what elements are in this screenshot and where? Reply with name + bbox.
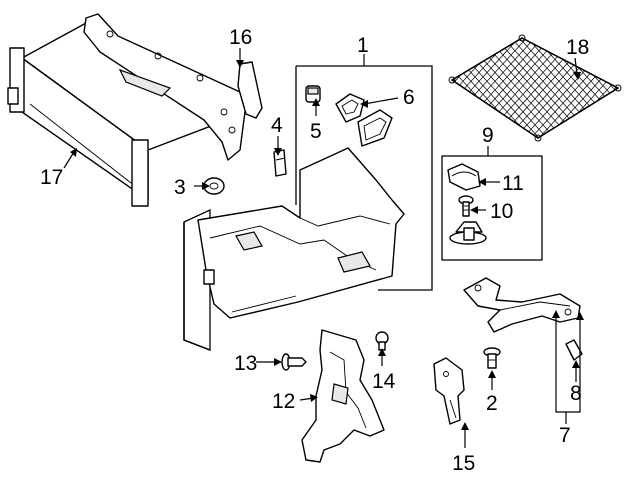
net-strand — [624, 30, 640, 150]
net-strand — [527, 38, 618, 138]
callout-labels: 1 2 3 4 5 6 7 8 9 10 11 12 13 14 15 16 1… — [40, 26, 589, 475]
net-strand — [452, 38, 543, 138]
net-strand — [632, 30, 640, 150]
callout-4: 4 — [271, 114, 283, 137]
callout-18: 18 — [566, 36, 589, 59]
part-8-clip — [565, 339, 583, 361]
part-1-group — [183, 65, 433, 351]
callout-16: 16 — [229, 26, 252, 49]
part-13-fastener — [281, 353, 307, 371]
net-strand — [452, 38, 527, 138]
callout-14: 14 — [372, 370, 396, 393]
callout-15: 15 — [452, 452, 475, 475]
part-15-support-bracket — [433, 357, 465, 425]
callout-1: 1 — [357, 34, 369, 57]
arrowheads — [70, 60, 584, 430]
callout-8: 8 — [570, 382, 582, 405]
part-7-bracket-arm — [463, 277, 581, 333]
part-12-trim-panel — [301, 329, 385, 463]
part-4-clip — [273, 149, 287, 177]
callout-17: 17 — [40, 166, 63, 189]
net-strand — [632, 30, 640, 150]
part-9-group — [441, 155, 543, 261]
callout-9: 9 — [482, 124, 494, 147]
callout-3: 3 — [174, 176, 186, 199]
part-9-clip-base — [449, 221, 487, 245]
net-strand — [452, 38, 535, 138]
callout-12: 12 — [272, 390, 295, 413]
net-strand — [336, 30, 446, 150]
net-strand — [248, 30, 358, 150]
part-16-bracket-rail — [83, 13, 263, 161]
part-2-push-pin — [483, 347, 501, 369]
callout-5: 5 — [310, 120, 322, 143]
part-6-bezel — [335, 93, 393, 147]
callout-10: 10 — [490, 200, 513, 223]
net-strand — [248, 30, 358, 150]
net-strand — [336, 30, 446, 150]
part-5-clip — [305, 85, 321, 103]
callout-11: 11 — [502, 172, 524, 195]
part-11-cap — [447, 163, 481, 191]
callout-7: 7 — [559, 424, 571, 447]
net-strand — [624, 30, 640, 150]
callout-13: 13 — [234, 352, 257, 375]
part-10-bolt — [458, 195, 474, 217]
part-14-plug — [375, 331, 389, 351]
callout-6: 6 — [403, 86, 415, 109]
callout-2: 2 — [486, 392, 498, 415]
